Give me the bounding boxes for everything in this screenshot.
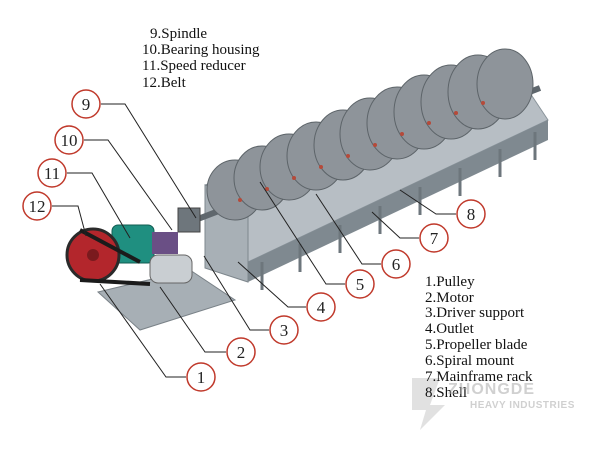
legend-item: 7.Mainframe rack <box>425 369 533 385</box>
leader-8 <box>399 189 456 215</box>
leader-9 <box>101 103 197 219</box>
legend-item: 4.Outlet <box>425 321 474 337</box>
svg-text:11: 11 <box>44 164 60 183</box>
callout-8: 8 <box>456 199 486 229</box>
svg-text:1: 1 <box>197 368 206 387</box>
watermark-tagline: HEAVY INDUSTRIES <box>470 400 575 411</box>
legend-item: 2.Motor <box>425 290 474 306</box>
spiral-mounts <box>238 101 485 202</box>
legend-item: 11.Speed reducer <box>142 58 246 74</box>
reducer-coupling <box>152 232 178 254</box>
leader-12 <box>52 205 87 237</box>
propeller-blades <box>206 48 534 221</box>
callout-5: 5 <box>345 269 375 299</box>
watermark-logo-icon <box>412 378 445 430</box>
leader-3 <box>203 255 269 331</box>
svg-text:4: 4 <box>317 298 326 317</box>
callout-3: 3 <box>269 315 299 345</box>
callout-11: 11 <box>37 158 67 188</box>
leader-2 <box>159 286 226 353</box>
legend-item: 3.Driver support <box>425 305 525 321</box>
shell-bottom <box>248 120 548 282</box>
spiral-classifier-illustration <box>65 48 549 331</box>
legend-item: 8.Shell <box>425 385 468 401</box>
svg-text:6: 6 <box>392 255 401 274</box>
legend-item: 9.Spindle <box>150 26 208 42</box>
svg-text:8: 8 <box>467 205 476 224</box>
mainframe-rack <box>260 132 537 290</box>
leader-11 <box>67 172 131 239</box>
callout-7: 7 <box>419 223 449 253</box>
watermark-brand: ZHONGDE <box>448 381 535 398</box>
callout-1: 1 <box>186 362 216 392</box>
leader-lines <box>52 103 456 378</box>
leader-4 <box>237 261 306 308</box>
bearing-housing <box>177 207 201 233</box>
leader-6 <box>315 193 381 265</box>
legend-item: 1.Pulley <box>425 274 475 290</box>
callout-6: 6 <box>381 249 411 279</box>
motor <box>149 254 193 284</box>
legend-item: 6.Spiral mount <box>425 353 515 369</box>
leader-10 <box>84 139 173 231</box>
svg-text:9: 9 <box>82 95 91 114</box>
svg-text:3: 3 <box>280 321 289 340</box>
svg-text:7: 7 <box>430 229 439 248</box>
callout-12: 12 <box>22 191 52 221</box>
callouts: 9 10 11 12 1 2 3 4 5 6 7 8 <box>22 89 486 392</box>
legend-item: 5.Propeller blade <box>425 337 528 353</box>
pulley-hub <box>87 249 99 261</box>
svg-text:10: 10 <box>61 131 78 150</box>
leader-7 <box>371 211 419 239</box>
legend-item: 10.Bearing housing <box>142 42 260 58</box>
legend-item: 12.Belt <box>142 75 186 91</box>
callout-4: 4 <box>306 292 336 322</box>
svg-text:2: 2 <box>237 343 246 362</box>
callout-2: 2 <box>226 337 256 367</box>
callout-9: 9 <box>71 89 101 119</box>
callout-10: 10 <box>54 125 84 155</box>
svg-text:5: 5 <box>356 275 365 294</box>
belt <box>79 228 151 286</box>
leader-1 <box>99 283 186 378</box>
leader-5 <box>259 181 345 285</box>
svg-text:12: 12 <box>29 197 46 216</box>
